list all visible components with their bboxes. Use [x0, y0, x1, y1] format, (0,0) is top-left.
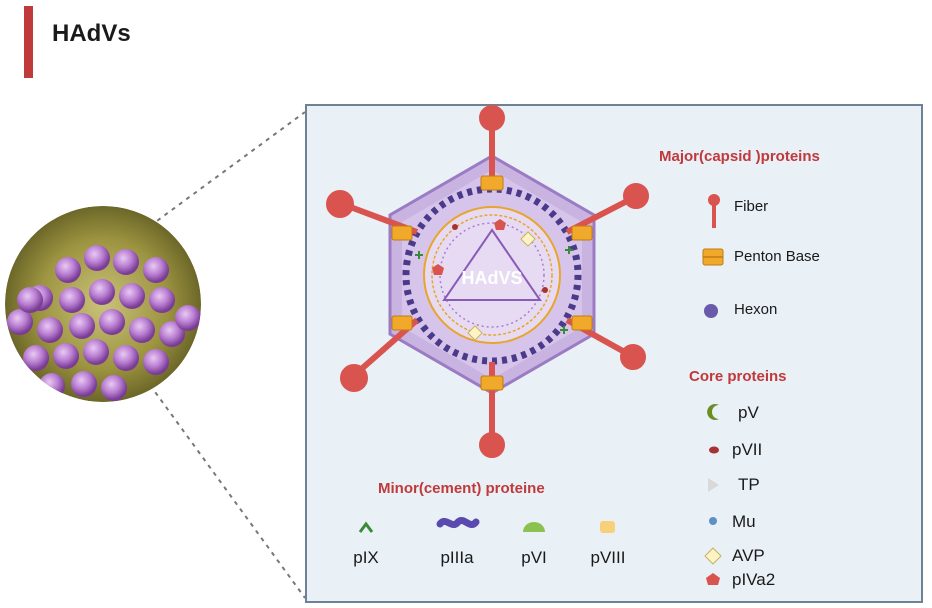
virus-particle: [37, 317, 63, 343]
page-title: HAdVs: [52, 20, 131, 47]
legend-fiber-label: Fiber: [734, 198, 769, 215]
legend-TP-label: TP: [738, 475, 760, 494]
pIVa2-icon: [706, 573, 720, 585]
legend-pV-label: pV: [738, 403, 759, 422]
virus-particle: [71, 371, 97, 397]
virus-particle: [39, 373, 65, 399]
virus-particle: [101, 375, 127, 401]
TP-icon: [708, 478, 719, 492]
virus-particle: [99, 309, 125, 335]
AVP-icon: [704, 547, 722, 565]
virion-diagram: HAdVS: [326, 105, 649, 458]
legend-pVII-label: pVII: [732, 440, 763, 459]
legend-pVI-label: pVI: [521, 548, 547, 567]
virus-particle: [159, 321, 185, 347]
virus-particle: [129, 317, 155, 343]
diagram-panel: [305, 104, 923, 603]
virus-particle: [69, 313, 95, 339]
virus-particle: [7, 309, 33, 335]
core-proteins-heading: Core proteins: [689, 368, 787, 385]
legend-AVP-label: AVP: [732, 546, 765, 565]
virus-particle: [149, 287, 175, 313]
pV-icon: [707, 404, 719, 420]
penton-base-icon: [702, 248, 724, 266]
legend-hexon-label: Hexon: [734, 301, 778, 318]
connector-line-top: [149, 111, 306, 227]
hexon-icon: [704, 304, 718, 318]
pIX-icon: [358, 521, 374, 533]
virus-particle: [143, 349, 169, 375]
legend-penton-label: Penton Base: [734, 248, 820, 265]
major-proteins-heading: Major(capsid )proteins: [659, 148, 820, 165]
pVIII-icon: [600, 521, 615, 533]
virus-particle: [175, 305, 201, 331]
virus-particle: [23, 345, 49, 371]
virus-particle: [59, 287, 85, 313]
virus-particle: [119, 283, 145, 309]
title-accent-bar: [24, 6, 33, 78]
fiber-icon: [708, 194, 720, 228]
legend-pIVa2-label: pIVa2: [732, 570, 776, 589]
pVII-icon: [709, 446, 719, 454]
legend-pIX-label: pIX: [353, 548, 379, 567]
virus-particle: [17, 287, 43, 313]
virus-particle: [84, 245, 110, 271]
penton-top: [480, 175, 504, 191]
minor-proteins-heading: Minor(cement) proteine: [378, 480, 545, 497]
dna-strand: [431, 214, 553, 336]
virus-particle: [143, 257, 169, 283]
inner-triangle: [442, 228, 542, 301]
legend-pIIIa-label: pIIIa: [440, 548, 474, 567]
virus-particle: [113, 249, 139, 275]
pIIIa-icon: [436, 517, 480, 528]
legend-Mu-label: Mu: [732, 512, 756, 531]
virus-particle: [55, 257, 81, 283]
micrograph-image: [5, 206, 201, 402]
Mu-icon: [709, 517, 717, 525]
virus-particle: [89, 279, 115, 305]
center-label: HAdVS: [461, 268, 522, 288]
legend-pVIII-label: pVIII: [590, 548, 626, 567]
virus-particle: [113, 345, 139, 371]
virus-particle: [53, 343, 79, 369]
pVI-icon: [523, 522, 545, 532]
connector-line-bottom: [149, 384, 306, 599]
virus-particle: [83, 339, 109, 365]
